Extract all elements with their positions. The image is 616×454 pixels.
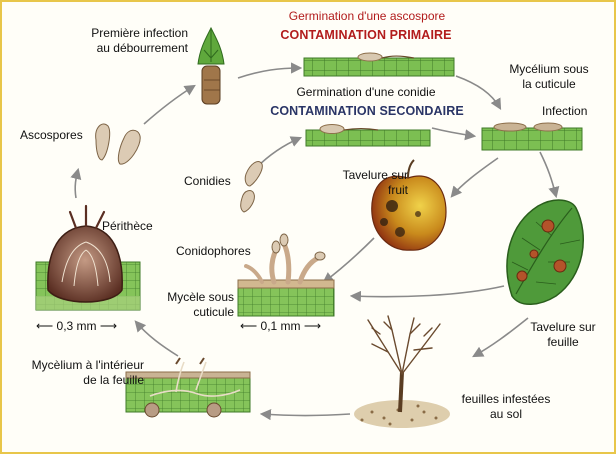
secondary-contamination-tissue	[306, 125, 430, 147]
label-premiere-infection-line1: Première infection	[62, 26, 188, 41]
label-conidophores: Conidophores	[176, 244, 251, 259]
primary-contamination-tissue	[304, 53, 454, 76]
arrow-inner-leaf-to-perithece	[136, 322, 178, 356]
label-germination-conidie: Germination d'une conidie	[264, 85, 468, 100]
arrow-bud-to-primary	[238, 68, 300, 78]
label-mycele-sous-cuticule: Mycèle sous cuticule	[150, 290, 234, 320]
label-conidies: Conidies	[184, 174, 231, 189]
label-tavelure-feuille-line1: Tavelure sur	[520, 320, 606, 335]
arrow-mycelium-to-fruit	[452, 158, 498, 196]
scale-0-3-mm: ⟵ 0,3 mm ⟶	[36, 319, 117, 334]
label-mycelium-sous-cuticule: Mycélium sous la cuticule	[498, 62, 600, 92]
conidies	[241, 162, 263, 212]
label-tavelure-feuille: Tavelure sur feuille	[520, 320, 606, 350]
heading-contamination-secondaire: CONTAMINATION SECONDAIRE	[256, 104, 478, 119]
ascospores	[96, 124, 141, 164]
label-feuilles-infestees-line1: feuilles infestées	[446, 392, 566, 407]
arrow-perithece-to-ascospores	[75, 170, 78, 198]
label-feuilles-infestees-line2: au sol	[446, 407, 566, 422]
arrow-leaf-to-mycele	[352, 286, 504, 297]
budding-shoot	[198, 28, 224, 104]
label-tavelure-fruit: Tavelure sur fruit	[314, 168, 408, 198]
arrow-mycelium-to-leaf	[540, 152, 556, 196]
scabbed-leaf	[507, 200, 583, 304]
label-mycelium-interieur-line2: de la feuille	[8, 373, 144, 388]
label-perithece: Périthèce	[102, 219, 153, 234]
label-tavelure-fruit-line2: fruit	[314, 183, 408, 198]
label-mycele-sous-cuticule-line2: cuticule	[150, 305, 234, 320]
label-mycelium-sous-cuticule-line1: Mycélium sous	[498, 62, 600, 77]
arrow-secondary-to-mycelium	[432, 128, 474, 136]
heading-contamination-primaire: CONTAMINATION PRIMAIRE	[246, 28, 486, 43]
label-mycelium-interieur-line1: Mycèlium à l'intérieur	[8, 358, 144, 373]
bare-tree	[354, 316, 450, 428]
arrow-conidies-to-secondary	[256, 138, 300, 168]
label-feuilles-infestees: feuilles infestées au sol	[446, 392, 566, 422]
label-mycelium-interieur: Mycèlium à l'intérieur de la feuille	[8, 358, 144, 388]
label-mycelium-sous-cuticule-line2: la cuticule	[498, 77, 600, 92]
arrow-ground-to-inner-leaf	[262, 414, 350, 416]
label-ascospores: Ascospores	[20, 128, 83, 143]
label-germination-ascospore: Germination d'une ascospore	[262, 9, 472, 24]
label-mycele-sous-cuticule-line1: Mycèle sous	[150, 290, 234, 305]
cycle-arrows	[75, 68, 556, 416]
label-infection: Infection	[542, 104, 587, 119]
infection-tissue	[482, 123, 582, 150]
label-tavelure-feuille-line2: feuille	[520, 335, 606, 350]
label-premiere-infection-line2: au débourrement	[62, 41, 188, 56]
label-premiere-infection: Première infection au débourrement	[62, 26, 188, 56]
arrow-fruit-to-conidiophores	[324, 238, 374, 282]
conidiophores	[238, 234, 334, 316]
label-tavelure-fruit-line1: Tavelure sur	[314, 168, 408, 183]
inner-leaf-mycelium	[126, 358, 250, 417]
scale-0-1-mm: ⟵ 0,1 mm ⟶	[240, 319, 321, 334]
arrow-ascospores-to-bud	[144, 86, 194, 124]
